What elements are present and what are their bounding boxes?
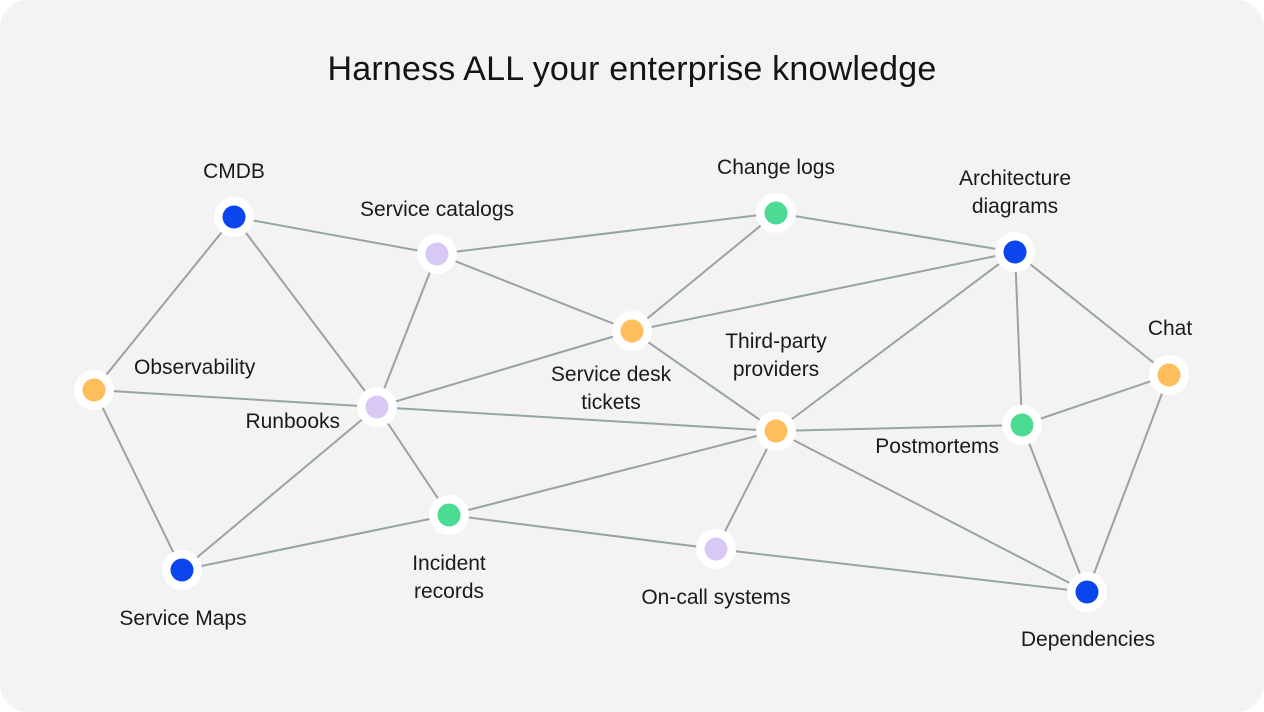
edge-runbooks-to-service-desk-tickets [376,330,633,408]
edge-service-catalogs-to-change-logs [436,212,777,255]
edge-observability-to-service-maps [93,389,183,571]
node-label-line: Runbooks [245,410,340,433]
node-dot [425,242,449,266]
node-label-line: Dependencies [1021,628,1155,651]
node-label-incident-records: Incident records [412,552,486,603]
edge-cmdb-to-observability [93,216,235,391]
node-label-line: On-call systems [641,586,790,609]
node-incident-records [429,495,469,535]
node-label-dependencies: Dependencies [1021,628,1155,651]
node-label-line: diagrams [972,195,1058,218]
node-label-service-maps: Service Maps [119,607,246,630]
edges-layer [93,212,1170,593]
node-label-service-catalogs: Service catalogs [360,198,514,221]
edge-architecture-diagrams-to-third-party-providers [775,251,1016,432]
node-label-line: Observability [134,356,256,379]
node-dot [764,201,788,225]
node-label-architecture-diagrams: Architecture diagrams [959,167,1071,218]
node-chat [1149,355,1189,395]
edge-incident-records-to-service-maps [181,514,450,571]
node-dot [170,558,194,582]
edge-postmortems-to-dependencies [1021,424,1088,593]
node-label-service-desk-tickets: Service desk tickets [551,363,672,414]
edge-incident-records-to-on-call-systems [448,514,717,550]
edge-runbooks-to-incident-records [376,406,450,516]
page-title: Harness ALL your enterprise knowledge [327,50,937,88]
node-service-catalogs [417,234,457,274]
node-label-runbooks: Runbooks [245,410,340,433]
node-label-line: records [414,580,484,603]
node-label-line: tickets [581,391,641,414]
edge-runbooks-to-service-maps [181,406,378,571]
edge-third-party-providers-to-incident-records [448,430,777,516]
node-dot [437,503,461,527]
edge-third-party-providers-to-postmortems [775,424,1023,432]
node-service-maps [162,550,202,590]
node-label-line: CMDB [203,160,265,183]
node-dot [1003,240,1027,264]
node-service-desk-tickets [612,311,652,351]
node-dot [82,378,106,402]
node-dot [704,537,728,561]
node-change-logs [756,193,796,233]
edge-architecture-diagrams-to-postmortems [1014,251,1023,426]
edge-service-desk-tickets-to-third-party-providers [631,330,777,432]
node-dot [1075,580,1099,604]
node-label-line: Third-party [725,330,827,353]
nodes-layer [74,193,1189,612]
edge-third-party-providers-to-on-call-systems [715,430,777,550]
node-label-line: Chat [1148,317,1193,340]
node-dot [620,319,644,343]
edge-observability-to-runbooks [93,389,378,408]
node-third-party-providers [756,411,796,451]
node-label-chat: Chat [1148,317,1193,340]
labels-layer: CMDB Service catalogs Change logs Architect… [119,156,1192,651]
node-label-third-party-providers: Third-party providers [725,330,827,381]
node-dot [365,395,389,419]
node-label-on-call-systems: On-call systems [641,586,790,609]
edge-third-party-providers-to-dependencies [775,430,1088,593]
edge-cmdb-to-runbooks [233,216,378,408]
edge-architecture-diagrams-to-chat [1014,251,1170,376]
node-dot [1157,363,1181,387]
node-architecture-diagrams [995,232,1035,272]
edge-change-logs-to-service-desk-tickets [631,212,777,332]
edge-service-catalogs-to-service-desk-tickets [436,253,633,332]
node-label-observability: Observability [134,356,256,379]
node-dot [1010,413,1034,437]
edge-architecture-diagrams-to-service-desk-tickets [631,251,1016,332]
node-label-line: Change logs [717,156,835,179]
node-label-line: Incident [412,552,486,575]
node-label-line: Service desk [551,363,672,386]
node-dot [764,419,788,443]
node-runbooks [357,387,397,427]
edge-change-logs-to-architecture-diagrams [775,212,1016,253]
edge-chat-to-dependencies [1086,374,1170,593]
edge-chat-to-postmortems [1021,374,1170,426]
node-on-call-systems [696,529,736,569]
node-label-cmdb: CMDB [203,160,265,183]
node-observability [74,370,114,410]
node-postmortems [1002,405,1042,445]
node-label-change-logs: Change logs [717,156,835,179]
node-dependencies [1067,572,1107,612]
edge-service-catalogs-to-runbooks [376,253,438,408]
node-label-line: Architecture [959,167,1071,190]
edge-cmdb-to-service-catalogs [233,216,438,255]
node-label-postmortems: Postmortems [875,435,999,458]
node-dot [222,205,246,229]
node-label-line: Postmortems [875,435,999,458]
node-cmdb [214,197,254,237]
edge-runbooks-to-third-party-providers [376,406,777,432]
node-label-line: Service catalogs [360,198,514,221]
node-label-line: Service Maps [119,607,246,630]
edge-on-call-systems-to-dependencies [715,548,1088,593]
node-label-line: providers [733,358,819,381]
